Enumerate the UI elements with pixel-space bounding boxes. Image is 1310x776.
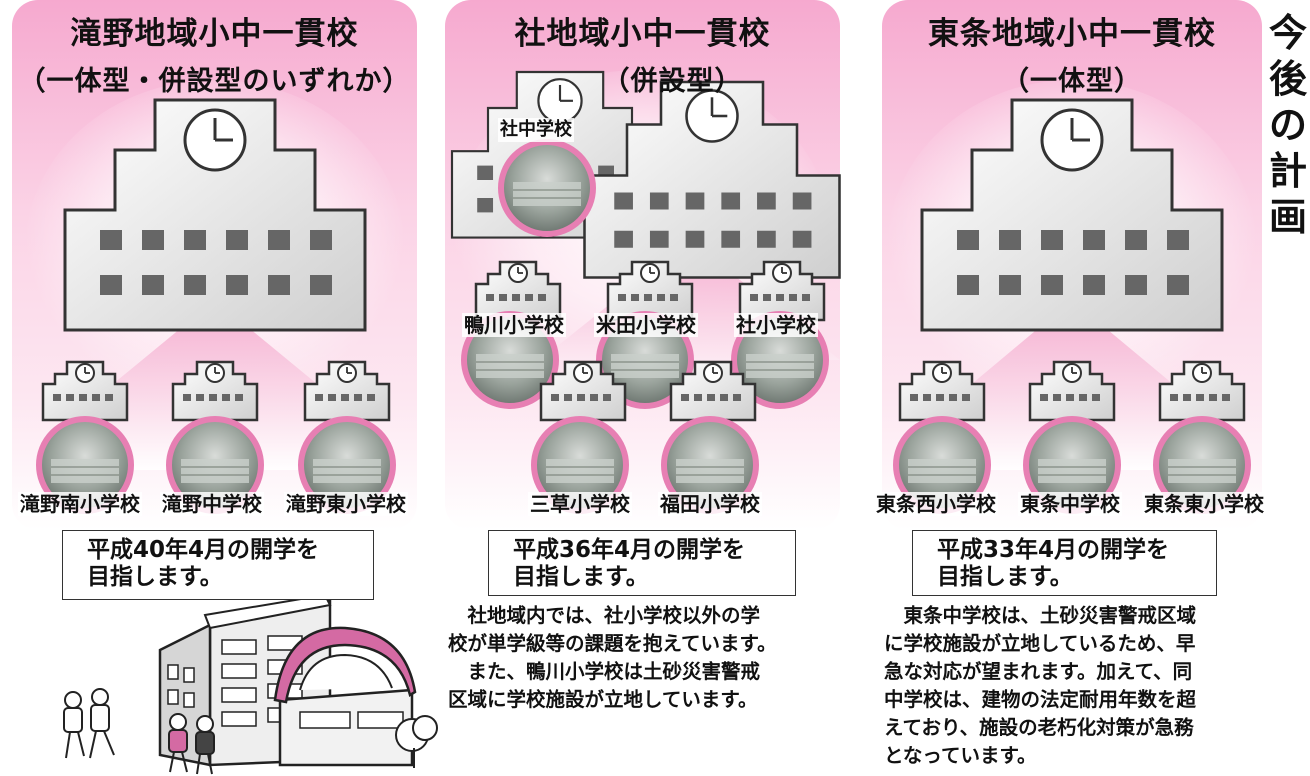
school-label-yashiro-chu: 社中学校 (498, 118, 574, 142)
school-label-tojo-higashi: 東条東小学校 (1142, 492, 1266, 516)
side-title-char: 計 (1268, 148, 1307, 193)
tojo-desc-line6: となっています。 (884, 744, 1037, 767)
tojo-desc-line2: に学校施設が立地しているため、早 (884, 632, 1196, 655)
school-label-yoneda: 米田小学校 (594, 313, 698, 337)
school-label-tojo-chu: 東条中学校 (1018, 492, 1122, 516)
yashiro-description: 社地域内では、社小学校以外の学 校が単学級等の課題を抱えています。 また、鴨川小… (448, 602, 777, 714)
yashiro-desc-line4: 区域に学校施設が立地しています。 (448, 688, 758, 711)
tojo-desc-line5: えており、施設の老朽化対策が急務 (884, 716, 1194, 739)
yashiro-plan-box: 平成36年4月の開学を 目指します。 (488, 530, 796, 596)
yashiro-desc-line2: 校が単学級等の課題を抱えています。 (448, 632, 777, 655)
students-walking-icon (63, 688, 115, 759)
panel-tojo-title: 東条地域小中一貫校 （一体型） (882, 0, 1262, 100)
takino-type: （一体型・併設型のいずれか） (18, 66, 411, 97)
school-label-tojo-nishi: 東条西小学校 (874, 492, 998, 516)
side-title-char: 後 (1268, 56, 1307, 101)
students-with-backpacks-icon (168, 713, 215, 775)
school-label-takino-higashi: 滝野東小学校 (284, 492, 408, 516)
panel-yashiro-title: 社地域小中一貫校 （併設型） (445, 0, 840, 100)
side-title-char: 画 (1268, 194, 1307, 239)
tojo-title: 東条地域小中一貫校 (928, 16, 1216, 52)
tojo-description: 東条中学校は、土砂災害警戒区域 に学校施設が立地しているため、早 急な対応が望ま… (884, 602, 1196, 770)
side-title-char: の (1268, 102, 1307, 147)
yashiro-desc-line1: 社地域内では、社小学校以外の学 (448, 604, 761, 627)
school-label-yashiro-sho: 社小学校 (734, 313, 818, 337)
tojo-plan-line1: 平成33年4月の開学を (937, 537, 1170, 563)
takino-title: 滝野地域小中一貫校 (70, 16, 359, 52)
side-title-char: 今 (1268, 10, 1307, 55)
tojo-plan-box: 平成33年4月の開学を 目指します。 (912, 530, 1217, 596)
takino-plan-line1: 平成40年4月の開学を (87, 537, 320, 563)
takino-plan-line2: 目指します。 (87, 564, 223, 590)
takino-plan-box: 平成40年4月の開学を 目指します。 (62, 530, 374, 600)
takino-art (25, 80, 405, 511)
school-label-kamogawa: 鴨川小学校 (462, 313, 566, 337)
yashiro-plan-line1: 平成36年4月の開学を (513, 537, 746, 563)
school-label-mikusa: 三草小学校 (528, 492, 632, 516)
tojo-art (887, 80, 1257, 511)
school-label-takino-chu: 滝野中学校 (160, 492, 264, 516)
tojo-plan-line2: 目指します。 (937, 564, 1073, 590)
school-label-fukuda: 福田小学校 (658, 492, 762, 516)
school-label-takino-minami: 滝野南小学校 (18, 492, 142, 516)
tojo-type: （一体型） (1002, 66, 1142, 97)
yashiro-title: 社地域小中一貫校 (514, 16, 771, 52)
tojo-desc-line1: 東条中学校は、土砂災害警戒区域 (884, 604, 1197, 627)
tojo-desc-line4: 中学校は、建物の法定耐用年数を超 (884, 688, 1197, 711)
panel-takino-title: 滝野地域小中一貫校 （一体型・併設型のいずれか） (12, 0, 417, 100)
side-title-future-plan: 今 後 の 計 画 (1268, 10, 1308, 240)
yashiro-desc-line3: また、鴨川小学校は土砂災害警戒 (448, 660, 761, 683)
yashiro-plan-line2: 目指します。 (513, 564, 649, 590)
school-building-illustration (63, 593, 438, 775)
yashiro-type: （併設型） (602, 66, 743, 97)
tojo-desc-line3: 急な対応が望まれます。加えて、同 (884, 660, 1193, 683)
